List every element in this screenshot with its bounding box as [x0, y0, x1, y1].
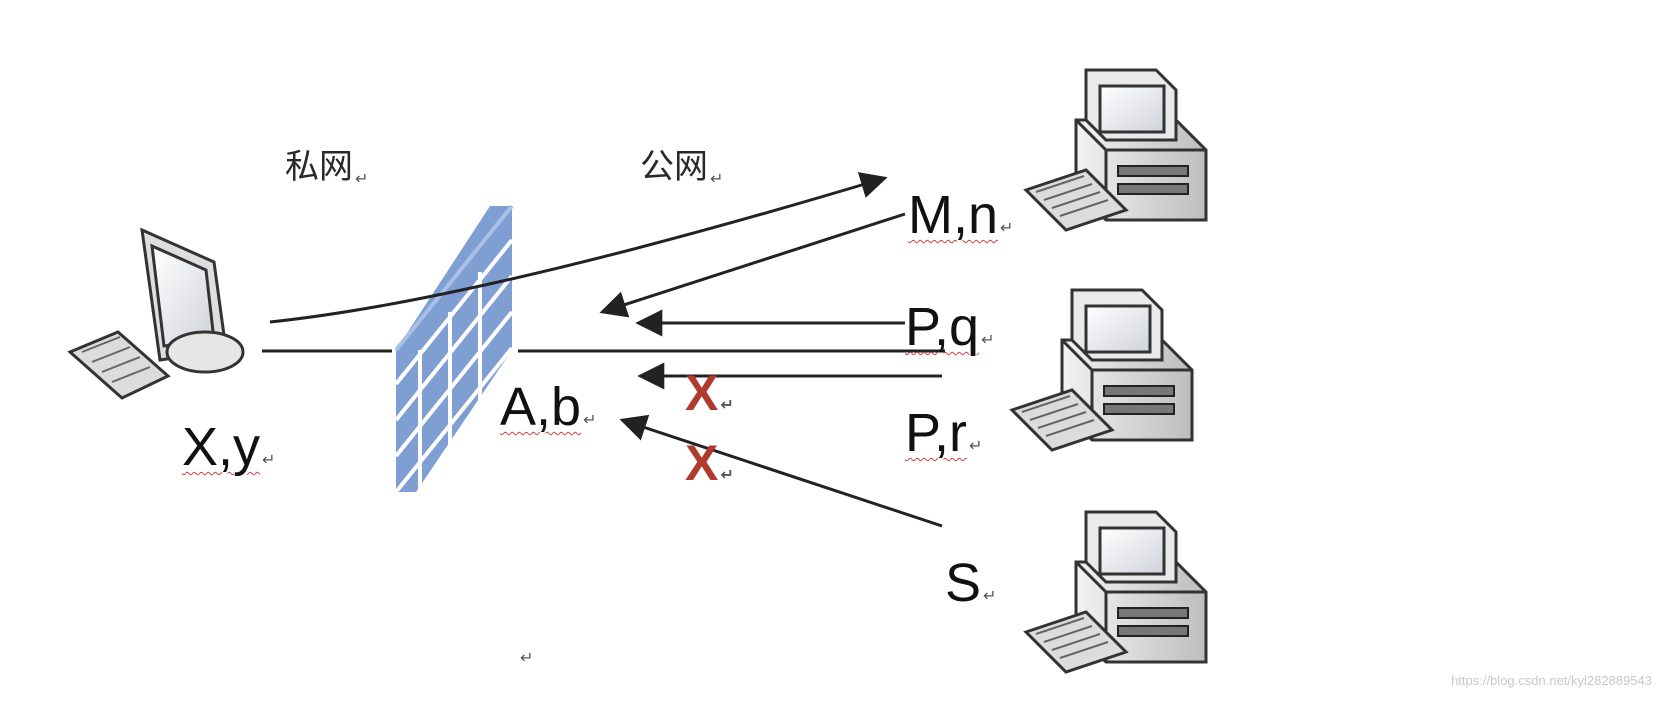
computer-icon-mn — [1024, 68, 1208, 232]
private-host-label: X,y↵ — [182, 417, 276, 477]
server-pq-label: P,q↵ — [905, 297, 995, 357]
blocked-arrow-s — [619, 414, 943, 528]
paragraph-mark: ↵ — [520, 648, 534, 667]
server-mn-label: M,n↵ — [908, 185, 1014, 245]
blocked-mark-s: X↵ — [685, 435, 734, 491]
computer-icon-s — [1024, 510, 1208, 674]
public-network-label: 公网↵ — [640, 147, 724, 188]
firewall-icon — [394, 204, 514, 494]
private-computer-icon — [67, 227, 245, 400]
private-network-label: 私网↵ — [285, 147, 369, 188]
reply-arrow-mn — [599, 212, 906, 318]
watermark: https://blog.csdn.net/kyl282889543 — [1451, 673, 1652, 688]
computer-icon-pq-pr — [1010, 288, 1194, 452]
server-s-label: S↵ — [945, 553, 997, 613]
blocked-mark-pr: X↵ — [685, 365, 734, 421]
nat-endpoint-label: A,b↵ — [500, 377, 597, 437]
server-pr-label: P,r↵ — [905, 403, 983, 463]
outbound-arrow — [269, 172, 888, 324]
